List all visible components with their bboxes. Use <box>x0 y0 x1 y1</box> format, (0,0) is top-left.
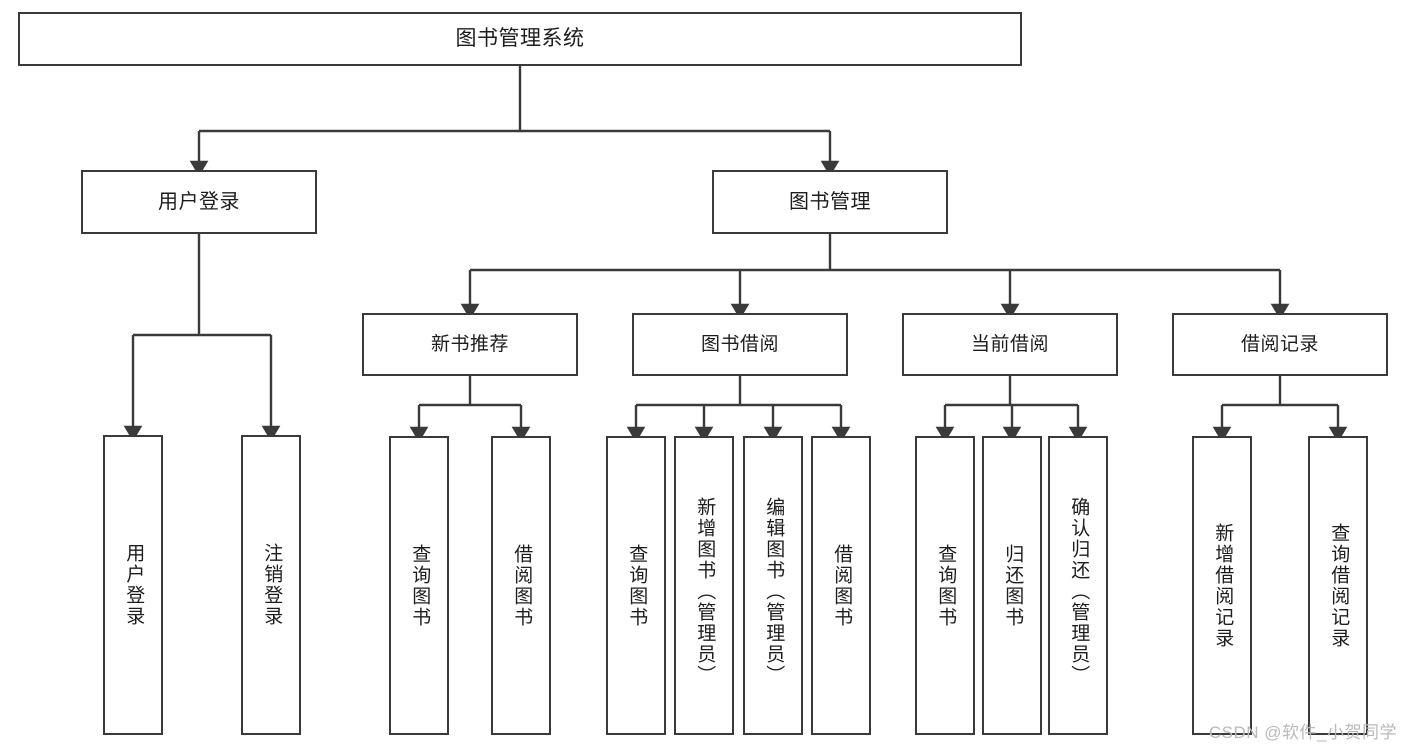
leaf-borrow-book-1-label: 借阅图书 <box>511 543 533 628</box>
node-current-borrow[interactable]: 当前借阅 <box>902 313 1118 376</box>
leaf-query-record-label: 查询借阅记录 <box>1328 522 1350 649</box>
leaf-query-book-3-label: 查询图书 <box>935 543 957 628</box>
leaf-query-record[interactable]: 查询借阅记录 <box>1308 436 1368 735</box>
leaf-query-book-2-label: 查询图书 <box>626 543 648 628</box>
leaf-confirm-return[interactable]: 确认归还（管理员） <box>1048 436 1108 735</box>
leaf-add-book-label: 新增图书（管理员） <box>694 497 716 686</box>
node-root-label: 图书管理系统 <box>455 27 585 51</box>
leaf-add-book[interactable]: 新增图书（管理员） <box>674 436 734 735</box>
leaf-query-book-2[interactable]: 查询图书 <box>606 436 666 735</box>
leaf-query-book-1-label: 查询图书 <box>409 543 431 628</box>
node-new-book-rec[interactable]: 新书推荐 <box>362 313 578 376</box>
node-new-book-rec-label: 新书推荐 <box>430 333 509 355</box>
leaf-edit-book[interactable]: 编辑图书（管理员） <box>743 436 803 735</box>
node-user-login[interactable]: 用户登录 <box>81 170 317 234</box>
node-user-login-label: 用户登录 <box>158 190 240 213</box>
leaf-add-record-label: 新增借阅记录 <box>1212 522 1234 649</box>
node-book-manage-label: 图书管理 <box>789 190 871 213</box>
node-current-borrow-label: 当前借阅 <box>970 333 1049 355</box>
leaf-user-login-label: 用户登录 <box>123 543 145 627</box>
leaf-return-book-label: 归还图书 <box>1002 543 1024 628</box>
leaf-confirm-return-label: 确认归还（管理员） <box>1068 497 1090 686</box>
leaf-edit-book-label: 编辑图书（管理员） <box>763 497 785 686</box>
leaf-add-record[interactable]: 新增借阅记录 <box>1192 436 1252 735</box>
node-borrow-record-label: 借阅记录 <box>1240 333 1319 355</box>
node-book-manage[interactable]: 图书管理 <box>712 170 948 234</box>
leaf-return-book[interactable]: 归还图书 <box>982 436 1042 735</box>
leaf-user-login[interactable]: 用户登录 <box>103 435 163 735</box>
node-borrow-record[interactable]: 借阅记录 <box>1172 313 1388 376</box>
leaf-query-book-3[interactable]: 查询图书 <box>915 436 975 735</box>
node-root[interactable]: 图书管理系统 <box>18 12 1022 66</box>
leaf-borrow-book-1[interactable]: 借阅图书 <box>491 436 551 735</box>
node-book-borrow-label: 图书借阅 <box>700 333 779 355</box>
leaf-logout[interactable]: 注销登录 <box>241 435 301 735</box>
leaf-borrow-book-2[interactable]: 借阅图书 <box>811 436 871 735</box>
leaf-borrow-book-2-label: 借阅图书 <box>831 543 853 628</box>
csdn-watermark: CSDN @软件_小贺同学 <box>1208 723 1397 742</box>
leaf-query-book-1[interactable]: 查询图书 <box>389 436 449 735</box>
leaf-logout-label: 注销登录 <box>261 543 283 627</box>
node-book-borrow[interactable]: 图书借阅 <box>632 313 848 376</box>
